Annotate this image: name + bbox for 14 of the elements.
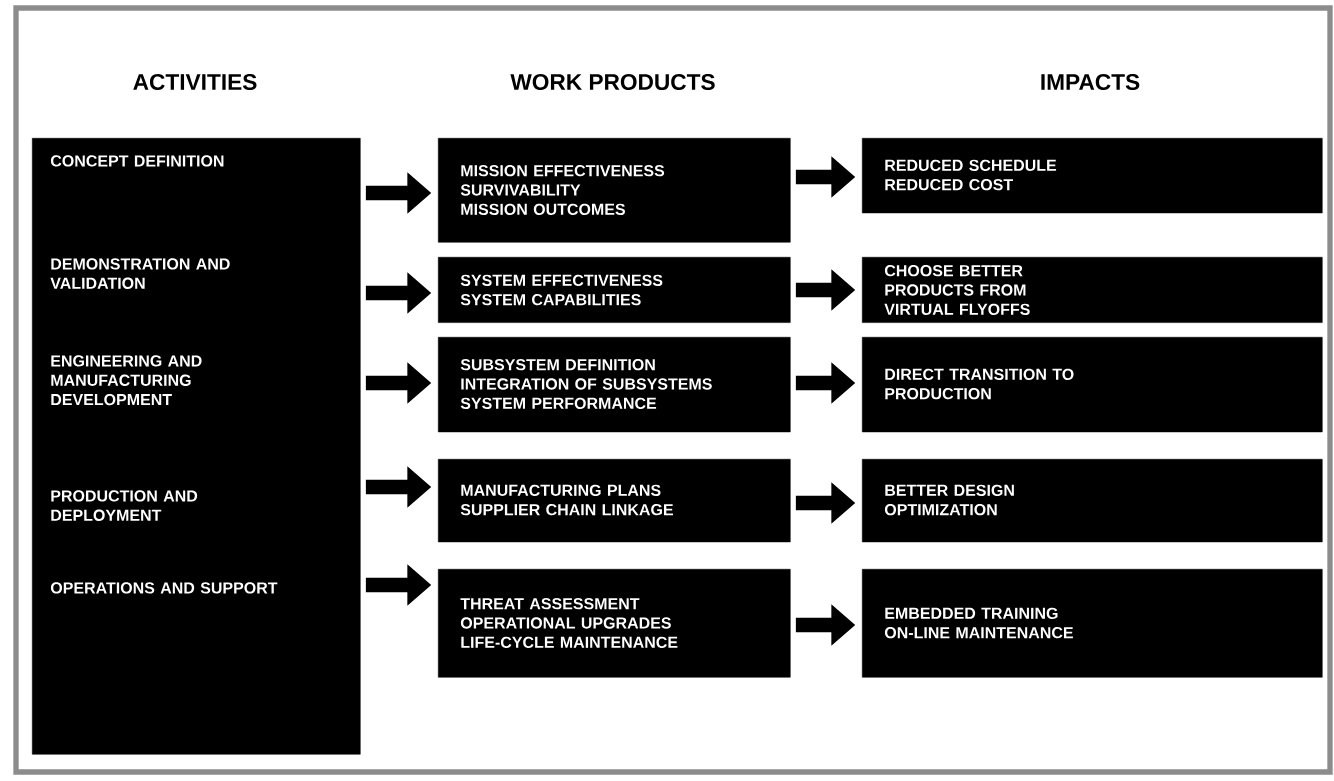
impact-box: EMBEDDED TRAINING ON-LINE MAINTENANCE <box>862 569 1323 678</box>
impact-box: DIRECT TRANSITION TO PRODUCTION <box>862 337 1323 433</box>
work-product-box: SUBSYSTEM DEFINITION INTEGRATION OF SUBSYSTEMS SYSTEM PERFORMANCE <box>438 337 791 433</box>
impact-box: BETTER DESIGN OPTIMIZATION <box>862 459 1323 543</box>
activity-column-box: CONCEPT DEFINITION DEMONSTRATION AND VALIDATION ENGINEERING AND MANUFACTURING DEVELOPMENT PRODUCTION AND DEPLOYMENT OPERATIONS AND SUPPORT <box>32 138 361 755</box>
column-heading: WORK PRODUCTS <box>510 73 715 91</box>
work-product-box: MANUFACTURING PLANS SUPPLIER CHAIN LINKAGE <box>438 459 791 543</box>
work-product-box: MISSION EFFECTIVENESS SURVIVABILITY MISSION OUTCOMES <box>438 138 791 243</box>
work-product-box: SYSTEM EFFECTIVENESS SYSTEM CAPABILITIES <box>438 257 791 323</box>
column-heading: IMPACTS <box>1041 73 1140 91</box>
impact-box: CHOOSE BETTER PRODUCTS FROM VIRTUAL FLYOFFS <box>862 257 1323 323</box>
work-product-box: THREAT ASSESSMENT OPERATIONAL UPGRADES LIFE-CYCLE MAINTENANCE <box>438 569 791 678</box>
impact-box: REDUCED SCHEDULE REDUCED COST <box>862 138 1323 214</box>
column-heading: ACTIVITIES <box>133 73 257 91</box>
